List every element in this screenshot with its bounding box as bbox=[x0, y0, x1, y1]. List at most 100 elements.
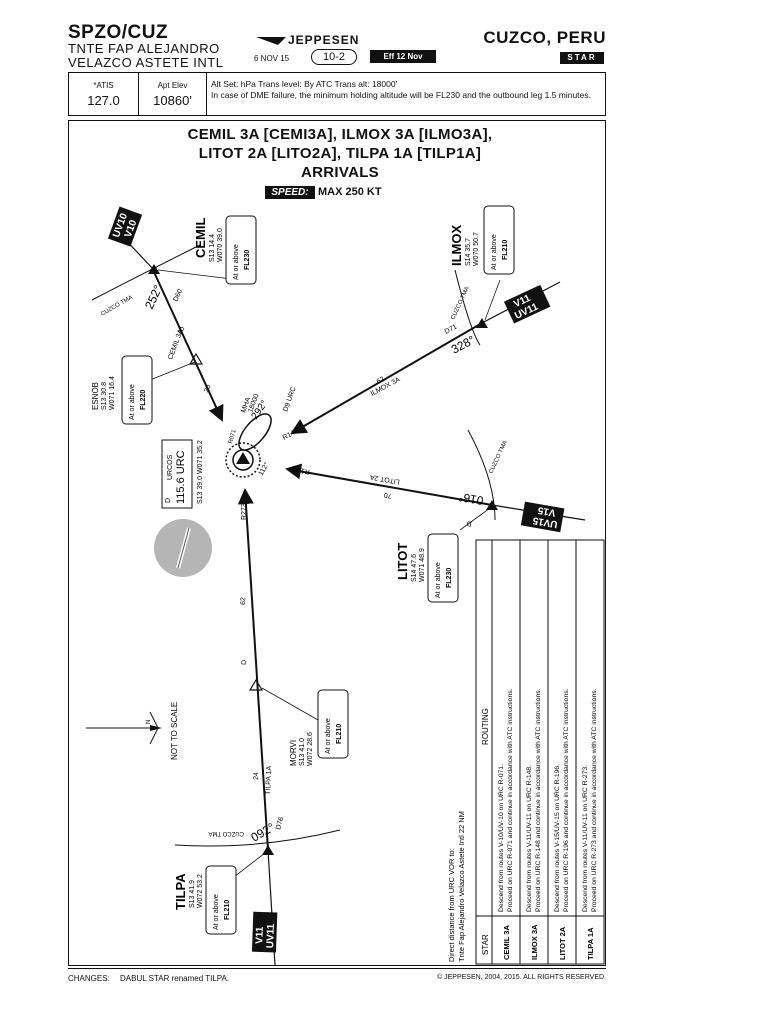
vor-coords: S13 39.0 W071 35.2 bbox=[197, 440, 204, 504]
table-row-star-litot: LITOT 2A bbox=[558, 926, 567, 960]
tilpa-restriction-level: FL210 bbox=[224, 900, 231, 920]
routing-line: Proceed on URC R-071 and continue in acc… bbox=[507, 688, 514, 912]
chart-title-line1: CEMIL 3A [CEMI3A], ILMOX 3A [ILMO3A], bbox=[187, 126, 493, 143]
litot-tma-label: CUZCO TMA bbox=[488, 440, 508, 475]
cemil-fix-lat: S13 14.4 bbox=[209, 234, 216, 262]
airport-name: TNTE FAP ALEJANDRO VELAZCO ASTETE INTL bbox=[68, 42, 223, 70]
cemil-fix-name: CEMIL bbox=[193, 218, 208, 259]
cemil-restriction-box: At or above FL230 bbox=[225, 215, 257, 285]
litot-fix-lon: W071 48.9 bbox=[419, 548, 426, 582]
footer-divider bbox=[68, 968, 606, 969]
tilpa-course: 092° bbox=[249, 820, 278, 845]
tilpa-dist2: 62 bbox=[240, 597, 247, 605]
d9-label: D9 URC bbox=[282, 386, 297, 413]
routing-line: Descend from routes V-10/UV-10 on URC R-… bbox=[498, 764, 505, 912]
morvi-fix-lon: W072 28.6 bbox=[307, 732, 314, 766]
airport-name-line1: TNTE FAP ALEJANDRO bbox=[68, 41, 220, 56]
ilmox-dist: 62 bbox=[376, 376, 386, 386]
ilmox-restriction-level: FL210 bbox=[502, 240, 509, 260]
litot-restriction-box: At or above FL230 bbox=[427, 533, 459, 603]
airway-v11-uv11-south: V11 UV11 bbox=[251, 911, 278, 953]
ilmox-callout-line bbox=[484, 279, 501, 321]
cemil-fix-icon bbox=[148, 264, 160, 274]
elevation-cell: Apt Elev 10860' bbox=[139, 73, 207, 115]
holding-radial: R071 bbox=[228, 428, 238, 444]
morvi-callout-line bbox=[261, 687, 319, 721]
airport-name-line2: VELAZCO ASTETE INTL bbox=[68, 55, 224, 70]
morvi-dme: D bbox=[241, 660, 248, 665]
svg-text:N: N bbox=[146, 720, 152, 724]
morvi-restriction-level: FL210 bbox=[336, 724, 343, 744]
elevation-value: 10860' bbox=[153, 93, 192, 108]
table-row-star-cemil: CEMIL 3A bbox=[502, 925, 511, 960]
table-row-star-tilpa: TILPA 1A bbox=[586, 927, 595, 960]
litot-fix-lat: S14 47.6 bbox=[411, 554, 418, 582]
tilpa-dist1: 24 bbox=[253, 772, 260, 780]
ilmox-fix-lon: W070 50.7 bbox=[473, 232, 480, 266]
morvi-fix-lat: S13 41.0 bbox=[299, 738, 306, 766]
cemil-route-line bbox=[153, 271, 224, 422]
litot-fix-name: LITOT bbox=[395, 543, 410, 580]
routing-line: Descend from routes V-11/UV-11 on URC R-… bbox=[526, 765, 533, 912]
cemil-fix-lon: W070 39.0 bbox=[217, 228, 224, 262]
litot-radial: R196° bbox=[290, 465, 311, 476]
elevation-label: Apt Elev bbox=[157, 81, 188, 90]
chart-number: 10-2 bbox=[311, 49, 357, 65]
speed-value: MAX 250 KT bbox=[318, 186, 382, 198]
cemil-tma-label: CUZCO TMA bbox=[100, 295, 134, 318]
svg-text:UV15: UV15 bbox=[532, 514, 559, 529]
atis-frequency: 127.0 bbox=[87, 93, 120, 108]
airway-v11-uv11-north: V11 UV11 bbox=[503, 284, 551, 324]
tilpa-restriction-box: At or above FL210 bbox=[205, 865, 237, 935]
routing-line: Proceed on URC R-148 and continue in acc… bbox=[535, 688, 542, 912]
table-row-routing-cemil: Descend from routes V-10/UV-10 on URC R-… bbox=[498, 688, 514, 912]
tma-boundary-ne bbox=[454, 269, 481, 346]
litot-restriction-level: FL230 bbox=[446, 568, 453, 588]
changes-note: CHANGES: DABUL STAR renamed TILPA. bbox=[68, 974, 229, 983]
table-row-routing-tilpa: Descend from routes V-11/UV-11 on URC R-… bbox=[582, 688, 598, 912]
esnob-restriction-box: At or above FL220 bbox=[121, 355, 153, 425]
ilmox-course: 328° bbox=[449, 333, 478, 357]
ilmox-route-line bbox=[290, 322, 483, 435]
north-arrow-icon: N bbox=[86, 711, 162, 745]
col-star-header: STAR bbox=[481, 934, 490, 955]
brand-name: JEPPESEN bbox=[288, 33, 360, 47]
cemil-restriction-text: At or above bbox=[233, 244, 240, 280]
routing-line: Proceed on URC R-196 and continue in acc… bbox=[563, 688, 570, 912]
tilpa-radial: R273° bbox=[240, 500, 248, 520]
direct-distance-note-line2: Tnte Fap Alejandro Velazco Astete Intl 2… bbox=[457, 811, 466, 962]
vor-icon bbox=[225, 442, 261, 478]
litot-fix-icon bbox=[486, 500, 498, 510]
esnob-restriction-text: At or above bbox=[129, 384, 136, 420]
airway-uv10-v10: UV10 V10 bbox=[107, 206, 143, 247]
esnob-fix-icon bbox=[188, 352, 204, 365]
tilpa-route-line bbox=[237, 488, 269, 851]
cemil-dist1: 40 bbox=[177, 326, 186, 336]
svg-text:V11: V11 bbox=[254, 926, 266, 944]
not-to-scale-label: NOT TO SCALE bbox=[170, 702, 179, 760]
svg-text:UV11: UV11 bbox=[265, 923, 277, 948]
transition-info: Alt Set: hPa Trans level: By ATC Trans a… bbox=[211, 79, 398, 89]
table-row-routing-litot: Descend from routes V-15/UV-15 on URC R-… bbox=[554, 688, 570, 912]
litot-course: 016° bbox=[457, 490, 484, 508]
chart-panel bbox=[68, 120, 606, 966]
radial-112: 112° bbox=[257, 461, 271, 477]
litot-dist: 70 bbox=[383, 491, 392, 499]
chart-title-line2: LITOT 2A [LITO2A], TILPA 1A [TILP1A] bbox=[198, 145, 482, 162]
ilmox-dme: D71 bbox=[444, 324, 459, 336]
jeppesen-swoosh-icon bbox=[256, 37, 286, 45]
chart-type-badge: STAR bbox=[560, 52, 604, 64]
litot-dme: D bbox=[466, 519, 472, 527]
cemil-restriction-level: FL230 bbox=[244, 250, 251, 270]
col-routing-header: ROUTING bbox=[481, 708, 490, 745]
litot-route-name: LITOT 2A bbox=[369, 473, 400, 485]
litot-route-line bbox=[285, 463, 493, 506]
routing-line: Descend from routes V-11/UV-11 on URC R-… bbox=[582, 765, 589, 912]
speed-label: SPEED: bbox=[265, 186, 315, 199]
tma-boundary-sw bbox=[174, 829, 341, 847]
tilpa-route-name: TILPA 1A bbox=[265, 765, 273, 795]
direct-distance-note-line1: Direct distance from URC VOR to: bbox=[447, 848, 456, 962]
altimeter-info: Alt Set: hPa Trans level: By ATC Trans a… bbox=[211, 79, 601, 101]
ilmox-radial: R148° bbox=[281, 425, 302, 441]
